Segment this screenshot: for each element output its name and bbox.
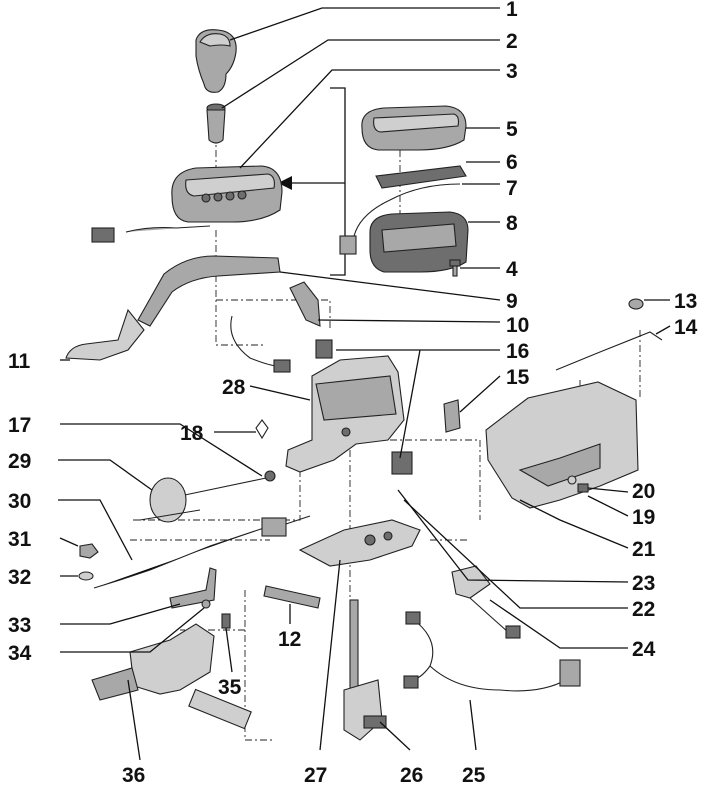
callout-23: 23 xyxy=(632,572,655,595)
part-21-support-bracket xyxy=(485,381,639,509)
part-16-gate-block xyxy=(391,451,413,475)
part-30-shift-cable xyxy=(93,515,311,589)
part-12-damper xyxy=(263,585,321,609)
callout-4: 4 xyxy=(506,258,518,281)
part-1-shift-knob xyxy=(195,29,237,93)
part-25-wiring-harness xyxy=(403,611,581,692)
callout-30: 30 xyxy=(8,490,31,513)
callout-17: 17 xyxy=(8,414,31,437)
callout-28: 28 xyxy=(222,376,246,399)
callout-16: 16 xyxy=(506,340,529,363)
part-5-cover xyxy=(361,105,467,151)
part-28-main-housing xyxy=(285,355,405,473)
callout-labels: 1 2 3 5 6 7 8 4 9 10 11 16 15 13 14 28 1… xyxy=(8,0,698,787)
callout-36: 36 xyxy=(122,764,145,787)
leader-lines xyxy=(58,7,671,761)
callout-8: 8 xyxy=(506,212,518,235)
part-33-bracket xyxy=(169,567,217,609)
part-14-rod xyxy=(555,331,663,371)
part-4-screw xyxy=(449,259,461,277)
part-13-nut xyxy=(628,298,644,310)
callout-34: 34 xyxy=(8,642,32,665)
callout-7: 7 xyxy=(506,177,518,200)
callout-19: 19 xyxy=(632,506,655,529)
callout-35: 35 xyxy=(218,676,242,699)
callout-10: 10 xyxy=(506,314,529,337)
callout-25: 25 xyxy=(462,764,486,787)
part-18-circlip xyxy=(255,419,269,440)
part-10-clip xyxy=(289,281,321,327)
part-29-cable-loop xyxy=(139,477,201,523)
callout-12: 12 xyxy=(278,628,301,651)
callout-9: 9 xyxy=(506,290,518,313)
callout-13: 13 xyxy=(674,290,697,313)
sensor-cable xyxy=(230,315,291,373)
part-36-lock-cylinder xyxy=(91,623,252,730)
callout-6: 6 xyxy=(506,151,518,174)
callout-29: 29 xyxy=(8,450,31,473)
part-11-boot xyxy=(65,308,145,361)
callout-18: 18 xyxy=(180,422,204,445)
part-8-housing xyxy=(369,211,469,273)
callout-27: 27 xyxy=(304,764,327,787)
callout-26: 26 xyxy=(400,764,423,787)
part-27-plate xyxy=(298,519,421,567)
callout-11: 11 xyxy=(8,350,31,373)
part-2-knob-sleeve xyxy=(206,103,226,144)
callout-33: 33 xyxy=(8,614,31,637)
part-35-bolt xyxy=(221,613,231,629)
callout-24: 24 xyxy=(632,638,656,661)
callout-32: 32 xyxy=(8,566,31,589)
callout-31: 31 xyxy=(8,528,32,551)
part-9-seal-strip xyxy=(137,255,281,327)
callout-21: 21 xyxy=(632,538,656,561)
part-34-clip xyxy=(201,599,211,609)
callout-3: 3 xyxy=(506,60,518,83)
callout-2: 2 xyxy=(506,30,518,53)
callout-20: 20 xyxy=(632,480,655,503)
part-15-bracket xyxy=(443,399,461,433)
part-16-block xyxy=(315,339,333,359)
callout-5: 5 xyxy=(506,118,518,141)
group-bracket xyxy=(330,87,346,276)
part-24-sensor xyxy=(451,565,521,639)
callout-14: 14 xyxy=(674,316,698,339)
part-7-wire xyxy=(339,183,461,255)
part-31-nut xyxy=(79,543,99,559)
part-19-20-screw-washer xyxy=(567,475,589,493)
group-bracket-arrowhead xyxy=(278,176,292,190)
part-32-washer xyxy=(78,571,94,581)
part-6-indicator-strip xyxy=(375,165,467,189)
part-3-selector-cover xyxy=(91,165,283,243)
callout-1: 1 xyxy=(506,0,518,21)
part-26-shaft xyxy=(343,599,387,741)
callout-22: 22 xyxy=(632,598,655,621)
callout-15: 15 xyxy=(506,366,530,389)
part-17-cable-end xyxy=(179,470,276,497)
